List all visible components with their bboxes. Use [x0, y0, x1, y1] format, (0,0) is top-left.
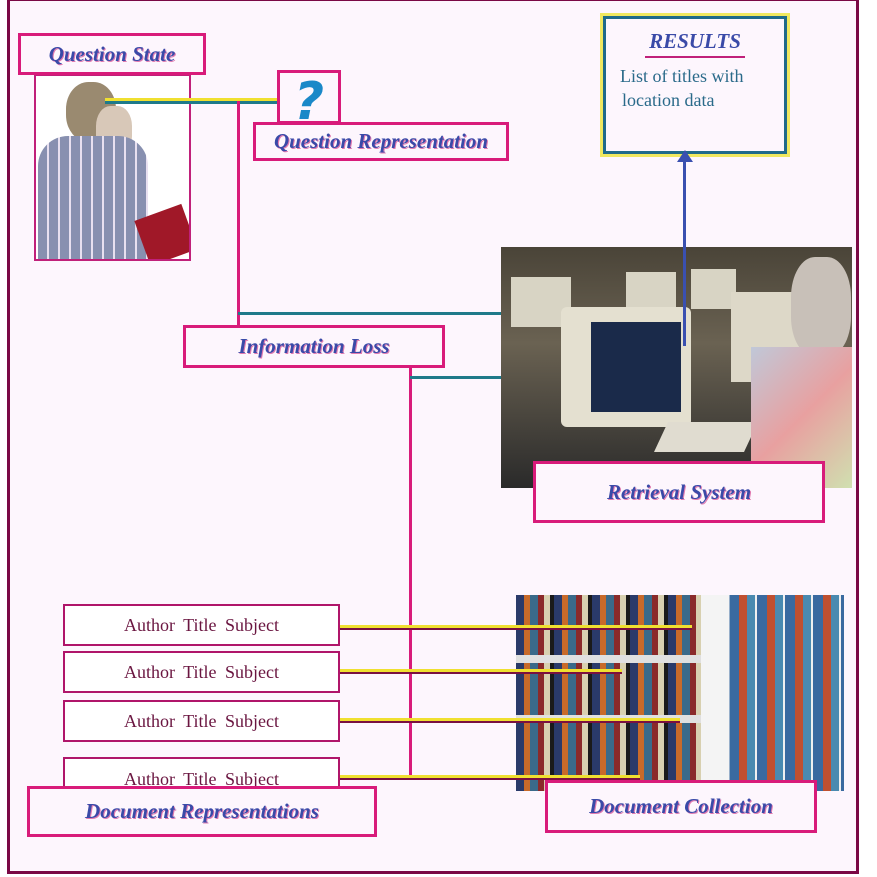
retrieval-system-label: Retrieval System: [533, 461, 825, 523]
results-line: location data: [622, 90, 715, 110]
connector-line: [105, 98, 277, 101]
row-text: Author Title Subject: [123, 769, 279, 789]
results-box-outer: RESULTS List of titles with location dat…: [600, 13, 790, 157]
document-collection-text: Document Collection: [589, 794, 773, 818]
row-text: Author Title Subject: [123, 661, 279, 682]
document-representations-label: Document Representations: [27, 786, 377, 837]
person-photo: [34, 74, 191, 261]
connector-line: [340, 718, 680, 721]
arrow-to-results: [683, 160, 686, 346]
information-loss-label: Information Loss: [183, 325, 445, 368]
question-state-text: Question State: [48, 41, 176, 66]
document-collection-label: Document Collection: [545, 780, 817, 833]
retrieval-system-text: Retrieval System: [606, 479, 752, 504]
connector-line: [340, 721, 680, 723]
connector-line: [340, 672, 622, 674]
connector-line: [340, 775, 640, 778]
connector-line: [340, 628, 692, 630]
document-representations-text: Document Representations: [85, 799, 319, 823]
row-text: Author Title Subject: [123, 710, 279, 731]
document-representation-row: Author Title Subject: [63, 700, 340, 742]
results-line: List of titles with: [620, 66, 744, 86]
question-representation-text: Question Representation: [273, 129, 489, 153]
connector-line: [340, 625, 692, 628]
question-mark-icon: ?: [293, 72, 325, 124]
row-text: Author Title Subject: [123, 614, 279, 635]
question-state-label: Question State: [18, 33, 206, 75]
document-representation-row: Author Title Subject: [63, 604, 340, 646]
arrow-to-retrieval: [238, 312, 648, 315]
connector-line: [237, 101, 240, 326]
question-representation-label: Question Representation: [253, 122, 509, 161]
connector-line: [340, 669, 622, 672]
question-mark-box: ?: [277, 70, 341, 124]
connector-line: [340, 778, 640, 780]
information-loss-text: Information Loss: [238, 334, 390, 358]
arrow-head-icon: [677, 150, 693, 162]
document-representation-row: Author Title Subject: [63, 651, 340, 693]
retrieval-system-photo: [501, 247, 852, 488]
results-title: RESULTS: [645, 29, 745, 58]
connector-line: [409, 367, 412, 779]
connector-line: [105, 101, 277, 104]
